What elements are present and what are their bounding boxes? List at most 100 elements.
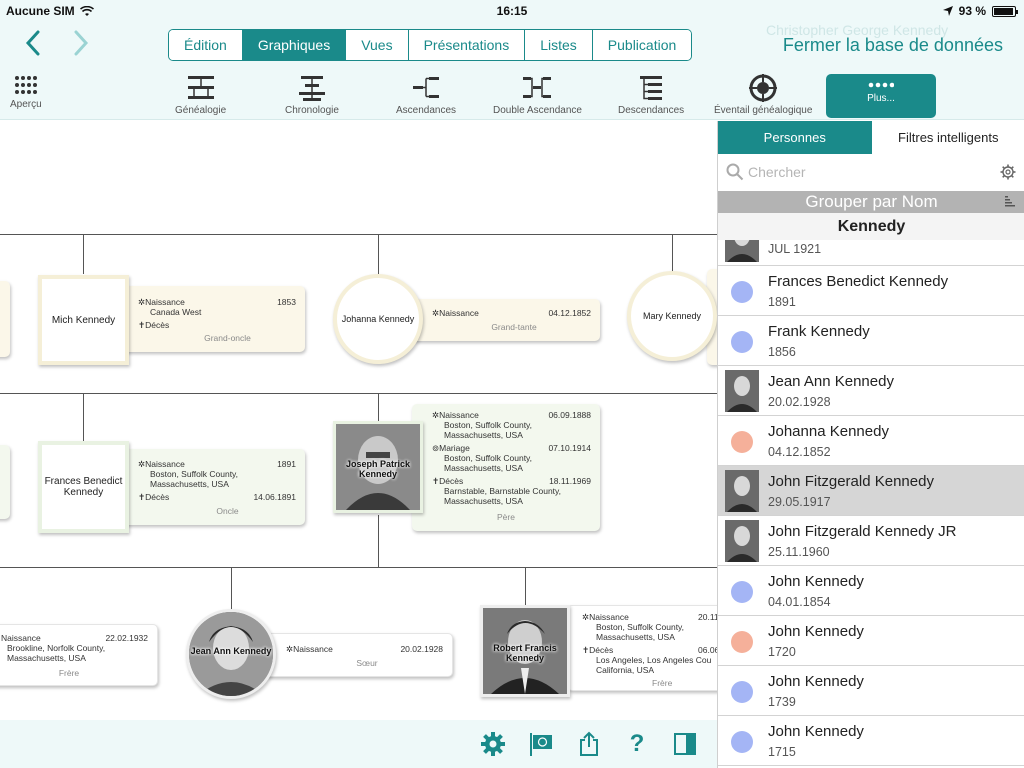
partial-person-card[interactable] [0, 445, 10, 519]
tool-label: Généalogie [175, 105, 227, 116]
tab-publication[interactable]: Publication [592, 30, 692, 60]
help-icon[interactable]: ? [629, 730, 645, 757]
group-by-label: Grouper par Nom [805, 192, 938, 211]
relation-label: Sœur [356, 658, 378, 668]
gender-dot-icon [731, 281, 753, 303]
connector-line [378, 234, 379, 274]
person-card-robert[interactable]: ✲Naissance 20.11 Boston, Suffolk County,… [567, 605, 717, 691]
battery-percent: 93 % [958, 4, 986, 18]
person-name: John Kennedy [768, 723, 864, 740]
close-database-link[interactable]: Fermer la base de données [782, 35, 1003, 55]
panel-tabs: Personnes Filtres intelligents [718, 121, 1024, 154]
tab-vues[interactable]: Vues [346, 30, 409, 60]
person-photo-joseph[interactable]: Joseph Patrick Kennedy [333, 421, 423, 513]
tool-eventail[interactable]: Éventail généalogique [714, 74, 812, 116]
death-date: 06.06 [698, 645, 717, 655]
person-date: JUL 1921 [768, 242, 822, 256]
tool-apercu[interactable]: Aperçu [10, 74, 42, 110]
tab-filtres-intelligents[interactable]: Filtres intelligents [871, 121, 1024, 154]
photo-name-label: Jean Ann Kennedy [190, 646, 272, 656]
birth-icon: ✲ [432, 410, 440, 420]
search-settings-icon[interactable] [1000, 164, 1016, 180]
death-place: California, USA [596, 665, 655, 675]
tool-plus[interactable]: Plus... [826, 74, 936, 118]
forward-chevron-icon[interactable] [66, 30, 96, 60]
tool-label: Éventail généalogique [714, 105, 813, 116]
birth-date: 06.09.1888 [548, 410, 591, 420]
person-card-sibling[interactable]: Naissance 22.02.1932 Brookline, Norfolk … [0, 624, 158, 686]
person-photo-jean[interactable]: Jean Ann Kennedy [186, 609, 276, 699]
group-by-bar[interactable]: Grouper par Nom [718, 191, 1024, 213]
more-dots-icon [868, 82, 894, 88]
clock: 16:15 [496, 4, 528, 18]
partial-person-card[interactable] [0, 281, 10, 357]
person-card-johanna[interactable]: ✲Naissance 04.12.1852 Grand-tante [412, 299, 600, 341]
tab-presentations[interactable]: Présentations [408, 30, 526, 60]
share-icon[interactable] [576, 731, 602, 757]
birth-place: Boston, Suffolk County, [596, 622, 685, 632]
section-header-kennedy: Kennedy [718, 213, 1024, 240]
tool-descendances[interactable]: Descendances [618, 74, 684, 116]
tool-label: Plus... [867, 93, 895, 104]
relation-label: Oncle [216, 506, 239, 516]
tab-personnes[interactable]: Personnes [718, 121, 872, 154]
gear-icon[interactable] [480, 731, 506, 757]
person-card-frances[interactable]: ✲Naissance 1891 Boston, Suffolk County, … [120, 449, 305, 525]
sidebar-toggle-icon[interactable] [672, 731, 698, 757]
person-list-item[interactable]: JUL 1921 [718, 240, 1024, 266]
death-date: 18.11.1969 [549, 476, 591, 486]
person-thumbnail [725, 520, 759, 562]
person-thumbnail [725, 370, 759, 412]
person-date: 1715 [768, 745, 796, 759]
birth-date: 20.02.1928 [400, 644, 443, 654]
person-name: Frank Kennedy [768, 323, 870, 340]
tool-genealogie[interactable]: Généalogie [175, 74, 226, 116]
sort-icon[interactable] [1004, 195, 1016, 209]
person-card-joseph[interactable]: ✲Naissance 06.09.1888 Boston, Suffolk Co… [412, 404, 600, 531]
search-input[interactable] [748, 162, 988, 182]
birth-date: 22.02.1932 [105, 633, 148, 643]
genealogy-chart-icon [187, 76, 214, 99]
connector-line [231, 567, 232, 609]
birth-icon: ✲ [138, 459, 146, 469]
marriage-place: Massachusetts, USA [444, 463, 523, 473]
tab-edition[interactable]: Édition [169, 30, 243, 60]
person-photo-robert[interactable]: Robert Francis Kennedy [480, 605, 570, 697]
person-thumbnail [725, 470, 759, 512]
back-chevron-icon[interactable] [18, 30, 48, 60]
tool-ascendances[interactable]: Ascendances [396, 74, 456, 116]
person-name-circle[interactable]: Johanna Kennedy [333, 274, 423, 364]
flag-icon[interactable] [528, 731, 554, 757]
person-thumbnail [725, 240, 759, 262]
person-name-box[interactable]: Mich Kennedy [38, 275, 129, 365]
person-card-jean[interactable]: ✲Naissance 20.02.1928 Sœur [265, 633, 453, 677]
ancestors-chart-icon [413, 77, 440, 98]
tab-listes[interactable]: Listes [525, 30, 593, 60]
person-name-box[interactable]: Frances Benedict Kennedy [38, 441, 129, 533]
status-bar: Aucune SIM 16:15 93 % [0, 0, 1024, 22]
birth-icon: ✲ [286, 644, 294, 654]
marriage-place: Boston, Suffolk County, [444, 453, 533, 463]
person-card-mich[interactable]: ✲Naissance 1853 Canada West ✝Décès Grand… [120, 286, 305, 352]
birth-place: Boston, Suffolk County, [444, 420, 533, 430]
person-list-item[interactable]: John Kennedy 1715 [718, 716, 1024, 766]
tool-label: Double Ascendance [493, 105, 582, 116]
tool-double-ascendance[interactable]: Double Ascendance [493, 74, 582, 116]
tool-chronologie[interactable]: Chronologie [285, 74, 339, 116]
birth-place: Massachusetts, USA [596, 632, 675, 642]
relation-label: Grand-tante [491, 322, 537, 332]
death-place: Barnstable, Barnstable County, [444, 486, 562, 496]
photo-name-label: Joseph Patrick Kennedy [345, 459, 411, 479]
person-name-circle[interactable]: Mary Kennedy [627, 271, 717, 361]
death-icon: ✝ [138, 320, 146, 330]
tab-graphiques[interactable]: Graphiques [242, 30, 347, 60]
